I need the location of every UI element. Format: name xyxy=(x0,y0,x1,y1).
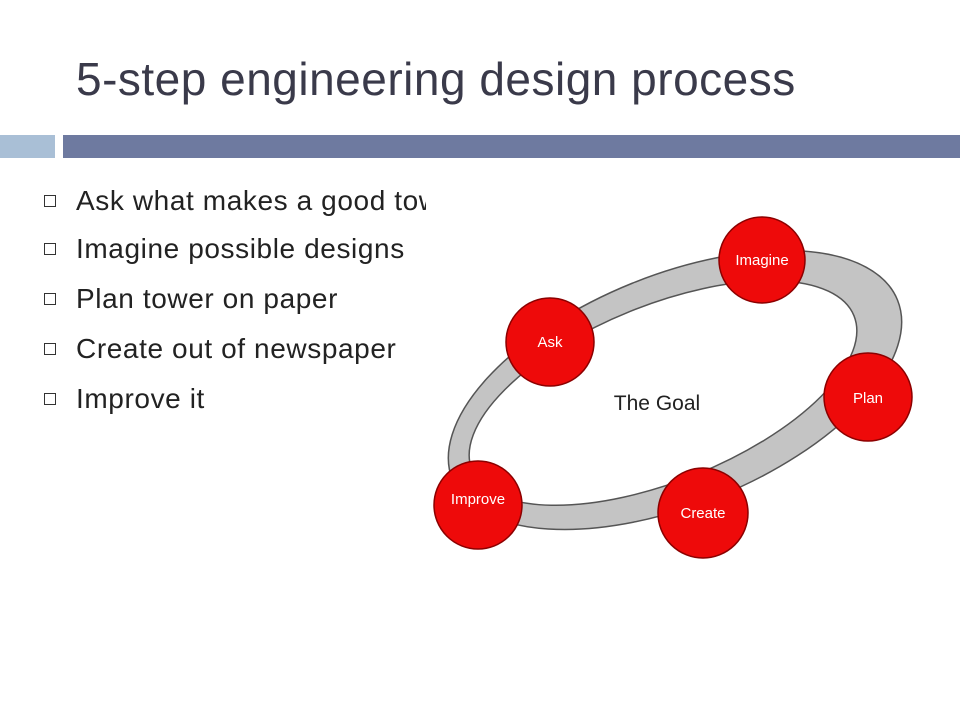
svg-text:Ask: Ask xyxy=(537,334,563,351)
bullet-item-plan: Plan tower on paper xyxy=(40,274,426,324)
slide-title: 5-step engineering design process xyxy=(76,53,796,105)
svg-text:Plan: Plan xyxy=(853,390,883,407)
step-node-imagine: Imagine xyxy=(718,216,806,304)
bullet-item-ask: Ask what makes a good tower xyxy=(40,178,426,224)
bullet-item-improve: Improve it xyxy=(40,374,426,424)
design-cycle-diagram: The Goal Imagine Plan Create Improve Ask xyxy=(433,216,913,559)
svg-text:Create: Create xyxy=(680,505,725,522)
checkbox-bullet-icon xyxy=(44,343,56,355)
checkbox-bullet-icon xyxy=(44,293,56,305)
step-node-ask: Ask xyxy=(505,297,595,387)
step-node-create: Create xyxy=(657,467,749,559)
checkbox-bullet-icon xyxy=(44,243,56,255)
checkbox-bullet-icon xyxy=(44,393,56,405)
bullet-list: Ask what makes a good tower Imagine poss… xyxy=(40,178,426,424)
svg-text:Improve: Improve xyxy=(451,491,505,508)
svg-text:Imagine: Imagine xyxy=(735,252,788,269)
step-node-plan: Plan xyxy=(823,352,913,442)
checkbox-bullet-icon xyxy=(44,195,56,207)
bullet-item-imagine: Imagine possible designs xyxy=(40,224,426,274)
step-node-improve: Improve xyxy=(433,460,523,550)
goal-label: The Goal xyxy=(614,392,700,415)
accent-bar-left xyxy=(0,135,55,158)
bullet-item-create: Create out of newspaper xyxy=(40,324,426,374)
accent-bar-right xyxy=(63,135,960,158)
